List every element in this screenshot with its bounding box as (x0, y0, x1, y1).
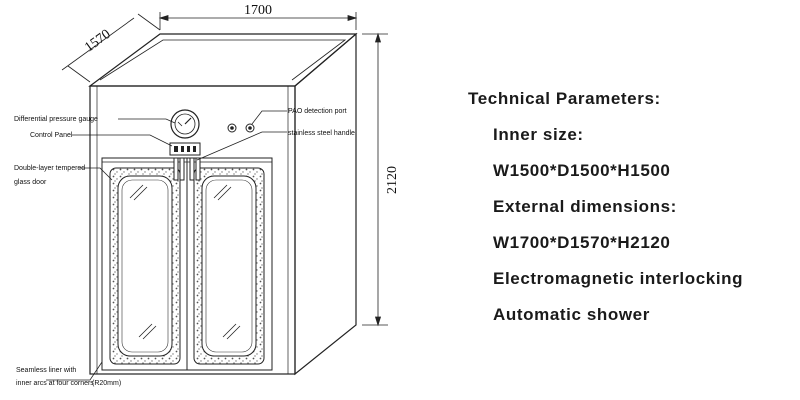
technical-parameters: Technical Parameters: Inner size: W1500*… (468, 88, 798, 340)
liner-radius-label: (R20mm) (92, 380, 121, 387)
left-door (109, 167, 181, 365)
cabinet-top (88, 33, 358, 87)
cabinet-side (294, 32, 357, 376)
width-dimension: 1700 (244, 3, 272, 18)
param-inner-size-label: Inner size: (493, 125, 584, 144)
depth-dimension: 1570 (82, 27, 113, 56)
param-shower: Automatic shower (493, 305, 650, 324)
liner-label-1: Seamless liner with (16, 367, 76, 374)
glass-door-label-1: Double-layer tempered (14, 165, 85, 172)
right-door (193, 167, 265, 365)
pressure-gauge (170, 109, 200, 139)
door-handles (173, 157, 201, 181)
control-panel-label: Control Panel (30, 132, 73, 139)
pressure-gauge-label: Differential pressure gauge (14, 116, 98, 123)
param-inner-size-value: W1500*D1500*H1500 (493, 161, 671, 180)
pao-ports (227, 123, 255, 133)
callout-leaders (46, 110, 287, 381)
param-interlocking: Electromagnetic interlocking (493, 269, 744, 288)
cabinet (88, 32, 358, 376)
dimension-lines (61, 12, 388, 327)
liner-label-2: inner arcs at four corners (16, 380, 94, 387)
pao-port-label: PAO detection port (288, 108, 347, 115)
param-external-value: W1700*D1570*H2120 (493, 233, 671, 252)
control-panel (169, 142, 201, 156)
parameters-title: Technical Parameters: (468, 89, 661, 108)
handle-label: stainless steel handle (288, 130, 355, 137)
glass-door-label-2: glass door (14, 179, 47, 186)
param-external-label: External dimensions: (493, 197, 677, 216)
height-dimension: 2120 (385, 166, 400, 194)
